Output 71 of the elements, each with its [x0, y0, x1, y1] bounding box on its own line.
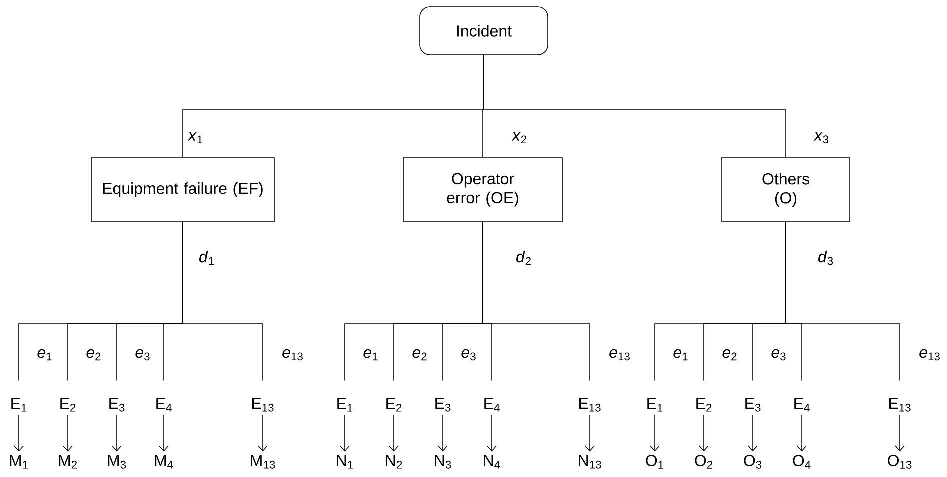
- event-label: E$_{1}$: [12, 398, 27, 412]
- outcome-label: N$_{4}$: [484, 455, 500, 469]
- outcome-label: M$_{13}$: [251, 455, 276, 469]
- arrow: [748, 414, 758, 452]
- event-label: E$_{4}$: [794, 398, 810, 412]
- event-label: E$_{4}$: [484, 398, 500, 412]
- edge-label: e$_{2}$: [722, 349, 737, 361]
- trunk-label: d$_{2}$: [516, 250, 531, 266]
- arrow: [699, 414, 709, 452]
- arrow: [63, 414, 73, 452]
- outcome-label: M$_{1}$: [10, 455, 28, 469]
- outcome-label: O$_{2}$: [695, 455, 713, 469]
- event-label: E$_{13}$: [890, 398, 911, 412]
- outcome-label: O$_{13}$: [888, 455, 912, 469]
- edge-label: e$_{13}$: [920, 349, 940, 361]
- arrow: [895, 414, 905, 452]
- connector-line: [482, 222, 590, 382]
- event-label: E$_{3}$: [110, 398, 125, 412]
- edge-label: x$_{1}$: [188, 132, 203, 144]
- incident-box: Incident: [420, 6, 548, 56]
- arrow: [797, 414, 807, 452]
- outcome-label: N$_{3}$: [435, 455, 452, 469]
- edge-label: e$_{1}$: [38, 349, 52, 361]
- edge-label: e$_{1}$: [674, 349, 688, 361]
- edge-label: e$_{2}$: [86, 349, 101, 361]
- category-box: Others (O): [722, 158, 850, 222]
- connector-line: [786, 222, 900, 382]
- edge-label: e$_{3}$: [136, 349, 150, 361]
- edge-label: e$_{3}$: [772, 349, 786, 361]
- outcome-label: M$_{4}$: [155, 455, 174, 469]
- arrow: [14, 414, 24, 452]
- arrow: [340, 414, 350, 452]
- outcome-label: N$_{1}$: [337, 455, 354, 469]
- edge-label: e$_{13}$: [282, 349, 303, 361]
- edge-label: e$_{3}$: [462, 349, 476, 361]
- outcome-label: M$_{3}$: [108, 455, 126, 469]
- outcome-label: M$_{2}$: [59, 455, 77, 469]
- edge-label: e$_{1}$: [364, 349, 378, 361]
- event-label: E$_{13}$: [252, 398, 274, 412]
- event-label: E$_{4}$: [156, 398, 172, 412]
- edge-label: x$_{2}$: [512, 132, 527, 144]
- outcome-label: N$_{13}$: [579, 455, 602, 469]
- outcome-label: O$_{4}$: [793, 455, 811, 469]
- outcome-label: O$_{3}$: [744, 455, 762, 469]
- arrow: [438, 414, 448, 452]
- arrow: [585, 414, 595, 452]
- event-label: E$_{3}$: [746, 398, 761, 412]
- trunk-label: d$_{1}$: [200, 250, 214, 266]
- edge-label: e$_{2}$: [412, 349, 427, 361]
- outcome-label: N$_{2}$: [386, 455, 402, 469]
- arrow: [389, 414, 399, 452]
- event-label: E$_{2}$: [60, 398, 76, 412]
- trunk-label: d$_{3}$: [818, 250, 834, 266]
- event-label: E$_{1}$: [648, 398, 663, 412]
- outcome-label: O$_{1}$: [646, 455, 664, 469]
- arrow: [258, 414, 268, 452]
- event-label: E$_{2}$: [696, 398, 712, 412]
- connector-line: [484, 55, 786, 158]
- event-label: E$_{13}$: [580, 398, 601, 412]
- event-label: E$_{3}$: [436, 398, 451, 412]
- edge-label: e$_{13}$: [610, 349, 630, 361]
- arrow: [159, 414, 169, 452]
- category-box: Equipment failure (EF): [91, 158, 275, 222]
- arrow: [650, 414, 660, 452]
- arrow: [112, 414, 122, 452]
- event-label: E$_{1}$: [338, 398, 353, 412]
- edge-label: x$_{3}$: [814, 132, 829, 144]
- arrow: [487, 414, 497, 452]
- event-label: E$_{2}$: [386, 398, 402, 412]
- category-box: Operator error (OE): [403, 158, 563, 222]
- connector-line: [182, 222, 264, 382]
